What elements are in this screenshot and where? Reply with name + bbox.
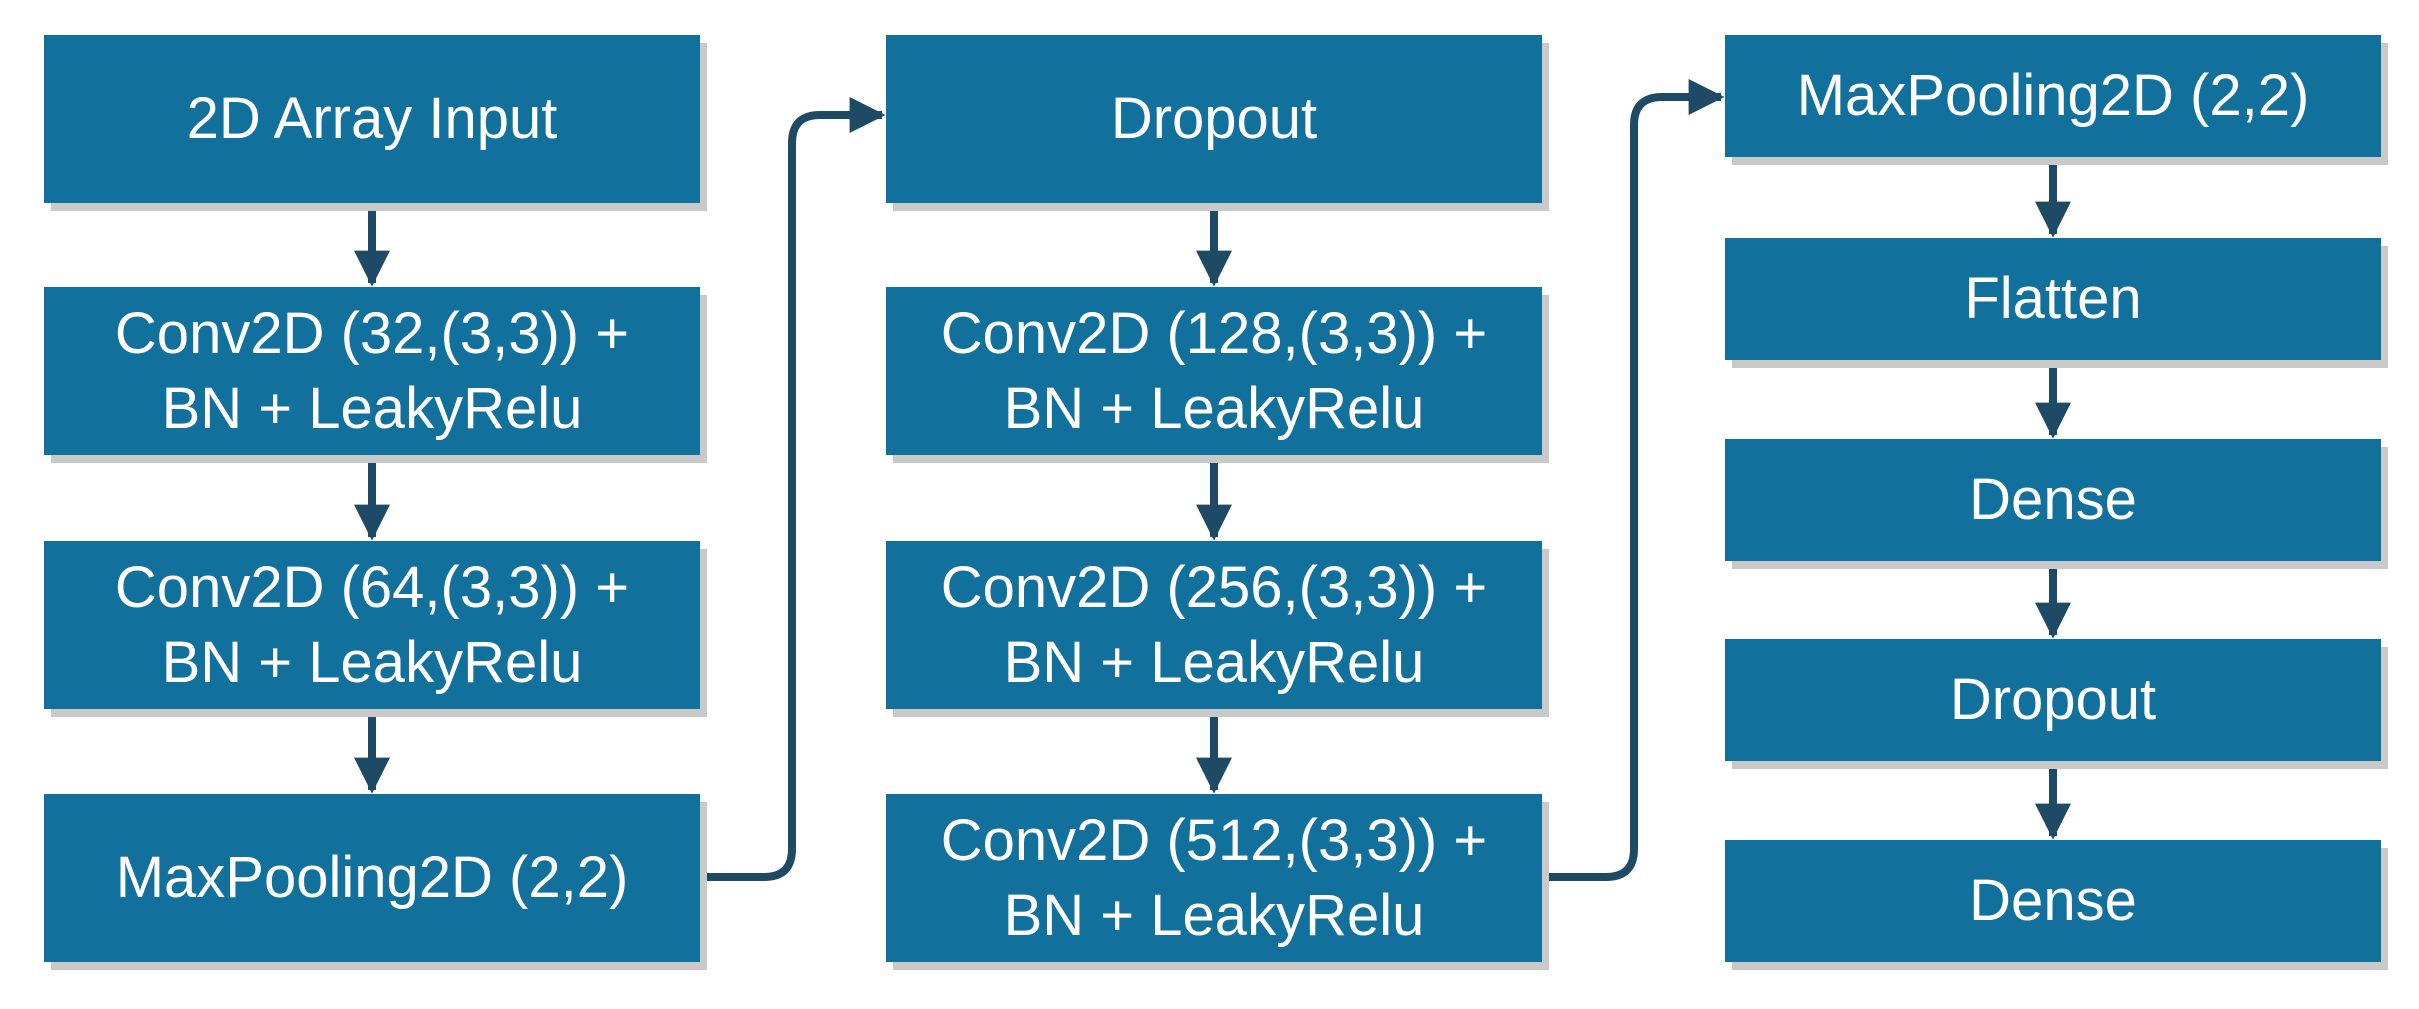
node-label: Dense <box>1969 868 2137 934</box>
node-label-line-2: BN + LeakyRelu <box>161 376 583 441</box>
node-label-line-1: Conv2D (32,(3,3)) + <box>114 300 630 366</box>
node-label-line-2: BN + LeakyRelu <box>1003 376 1425 441</box>
node-dense-2: Dense <box>1725 840 2381 962</box>
node-label: MaxPooling2D (2,2) <box>1796 63 2310 129</box>
node-dropout-1: Dropout <box>886 35 1542 203</box>
elbow-c2-to-c3 <box>1542 79 1725 881</box>
node-conv2d-32: Conv2D (32,(3,3)) + BN + LeakyRelu <box>44 287 700 455</box>
node-label: MaxPooling2D (2,2) <box>115 845 629 911</box>
node-label: Dense <box>1969 467 2137 533</box>
node-dense-1: Dense <box>1725 439 2381 561</box>
node-label-line-1: Conv2D (256,(3,3)) + <box>940 554 1488 620</box>
node-label-line-1: Conv2D (64,(3,3)) + <box>114 554 630 620</box>
elbow-c1-to-c2 <box>700 97 886 881</box>
node-dropout-2: Dropout <box>1725 639 2381 761</box>
node-conv2d-512: Conv2D (512,(3,3)) + BN + LeakyRelu <box>886 794 1542 962</box>
node-label: 2D Array Input <box>186 86 558 152</box>
node-label-line-1: Conv2D (512,(3,3)) + <box>940 807 1488 873</box>
node-label-line-2: BN + LeakyRelu <box>161 630 583 695</box>
node-label: Flatten <box>1964 266 2142 332</box>
node-maxpooling2d-2: MaxPooling2D (2,2) <box>1725 35 2381 157</box>
node-label-line-2: BN + LeakyRelu <box>1003 883 1425 948</box>
node-label: Dropout <box>1949 667 2157 733</box>
node-2d-array-input: 2D Array Input <box>44 35 700 203</box>
node-conv2d-64: Conv2D (64,(3,3)) + BN + LeakyRelu <box>44 541 700 709</box>
node-conv2d-128: Conv2D (128,(3,3)) + BN + LeakyRelu <box>886 287 1542 455</box>
node-label-line-2: BN + LeakyRelu <box>1003 630 1425 695</box>
node-maxpooling2d-1: MaxPooling2D (2,2) <box>44 794 700 962</box>
node-label-line-1: Conv2D (128,(3,3)) + <box>940 300 1488 366</box>
node-conv2d-256: Conv2D (256,(3,3)) + BN + LeakyRelu <box>886 541 1542 709</box>
node-flatten: Flatten <box>1725 238 2381 360</box>
node-label: Dropout <box>1110 86 1318 152</box>
